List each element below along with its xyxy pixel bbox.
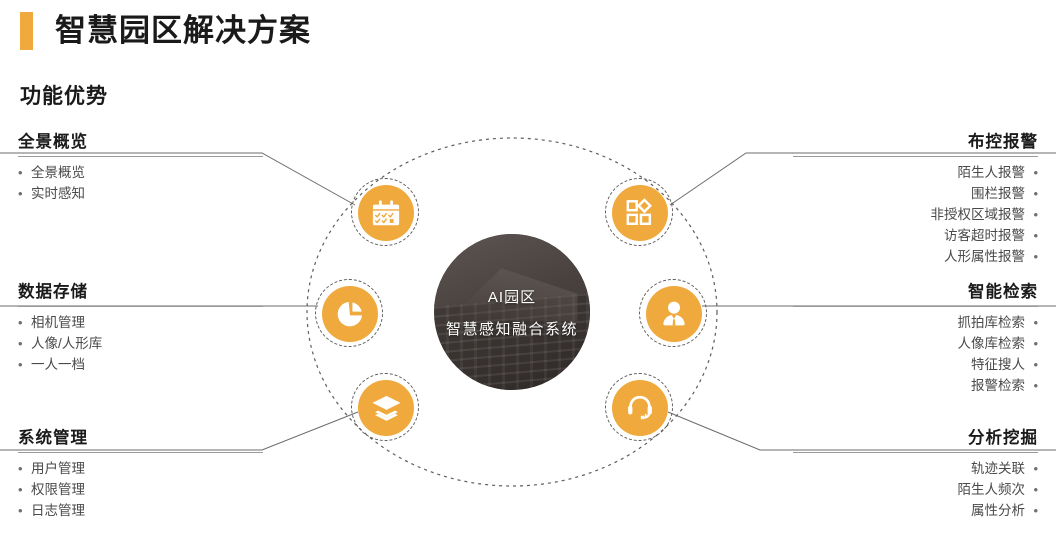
orbit-dashed-ellipse: [306, 137, 718, 487]
node-ring-4: [639, 279, 707, 347]
connector-right-bottom: [667, 411, 1056, 451]
connector-left-bottom: [0, 411, 359, 451]
block-divider: [793, 156, 1038, 157]
block-divider: [18, 306, 263, 307]
block-divider: [793, 306, 1038, 307]
connector-right-top: [669, 152, 1056, 206]
node-ring-3: [315, 279, 383, 347]
hub-caption: AI园区 智慧感知融合系统: [434, 234, 590, 390]
block-divider: [18, 156, 263, 157]
node-analysis-mining[interactable]: [612, 380, 668, 436]
list-item: 陌生人报警: [793, 162, 1038, 183]
block-title: 布控报警: [968, 133, 1038, 151]
list-item: 实时感知: [18, 183, 263, 204]
node-ring-2: [605, 178, 673, 246]
list-item: 属性分析: [793, 500, 1038, 521]
hub-photo-background: [434, 234, 590, 390]
list-item: 人形属性报警: [793, 246, 1038, 267]
block-item-list: 抓拍库检索 人像库检索 特征搜人 报警检索: [793, 312, 1038, 396]
page-title: 智慧园区解决方案: [55, 13, 311, 48]
list-item: 权限管理: [18, 479, 263, 500]
list-item: 围栏报警: [793, 183, 1038, 204]
feature-block-data-storage: 数据存储 相机管理 人像/人形库 一人一档: [18, 278, 263, 375]
feature-block-panorama: 全景概览 全景概览 实时感知: [18, 128, 263, 204]
block-title: 分析挖掘: [968, 429, 1038, 447]
list-item: 特征搜人: [793, 354, 1038, 375]
hub-caption-line1: AI园区: [487, 288, 537, 306]
block-title: 全景概览: [18, 133, 88, 151]
list-item: 抓拍库检索: [793, 312, 1038, 333]
block-item-list: 轨迹关联 陌生人频次 属性分析: [793, 458, 1038, 521]
block-divider: [18, 452, 263, 453]
node-data-storage[interactable]: [322, 286, 378, 342]
block-title: 智能检索: [968, 283, 1038, 301]
node-ring-1: [351, 178, 419, 246]
block-title: 系统管理: [18, 429, 88, 447]
calendar-checklist-icon: [371, 198, 401, 228]
node-ring-5: [351, 373, 419, 441]
feature-block-smart-search: 智能检索 抓拍库检索 人像库检索 特征搜人 报警检索: [793, 278, 1038, 396]
feature-block-alarm-deployment: 布控报警 陌生人报警 围栏报警 非授权区域报警 访客超时报警 人形属性报警: [793, 128, 1038, 267]
block-item-list: 全景概览 实时感知: [18, 162, 263, 204]
list-item: 用户管理: [18, 458, 263, 479]
list-item: 人像库检索: [793, 333, 1038, 354]
node-panorama[interactable]: [358, 185, 414, 241]
section-subtitle: 功能优势: [20, 85, 108, 108]
block-item-list: 用户管理 权限管理 日志管理: [18, 458, 263, 521]
hub-caption-line2: 智慧感知融合系统: [445, 320, 578, 338]
center-hub: AI园区 智慧感知融合系统: [434, 234, 590, 390]
block-divider: [793, 452, 1038, 453]
node-alarm-deployment[interactable]: [612, 185, 668, 241]
list-item: 日志管理: [18, 500, 263, 521]
connector-left-top: [0, 152, 356, 206]
feature-block-system-management: 系统管理 用户管理 权限管理 日志管理: [18, 424, 263, 521]
list-item: 相机管理: [18, 312, 263, 333]
feature-block-analysis-mining: 分析挖掘 轨迹关联 陌生人频次 属性分析: [793, 424, 1038, 521]
pie-chart-icon: [335, 299, 365, 329]
list-item: 人像/人形库: [18, 333, 263, 354]
block-title: 数据存储: [18, 283, 88, 301]
list-item: 非授权区域报警: [793, 204, 1038, 225]
node-smart-search[interactable]: [646, 286, 702, 342]
list-item: 全景概览: [18, 162, 263, 183]
person-user-icon: [659, 299, 689, 329]
list-item: 访客超时报警: [793, 225, 1038, 246]
list-item: 轨迹关联: [793, 458, 1038, 479]
node-system-management[interactable]: [358, 380, 414, 436]
list-item: 报警检索: [793, 375, 1038, 396]
page-header: 智慧园区解决方案: [20, 10, 311, 52]
title-accent-bar: [20, 12, 33, 50]
block-item-list: 陌生人报警 围栏报警 非授权区域报警 访客超时报警 人形属性报警: [793, 162, 1038, 267]
block-item-list: 相机管理 人像/人形库 一人一档: [18, 312, 263, 375]
node-ring-6: [605, 373, 673, 441]
layout-blocks-icon: [625, 198, 655, 228]
layers-stack-icon: [371, 393, 402, 424]
list-item: 一人一档: [18, 354, 263, 375]
list-item: 陌生人频次: [793, 479, 1038, 500]
headset-support-icon: [625, 393, 655, 423]
